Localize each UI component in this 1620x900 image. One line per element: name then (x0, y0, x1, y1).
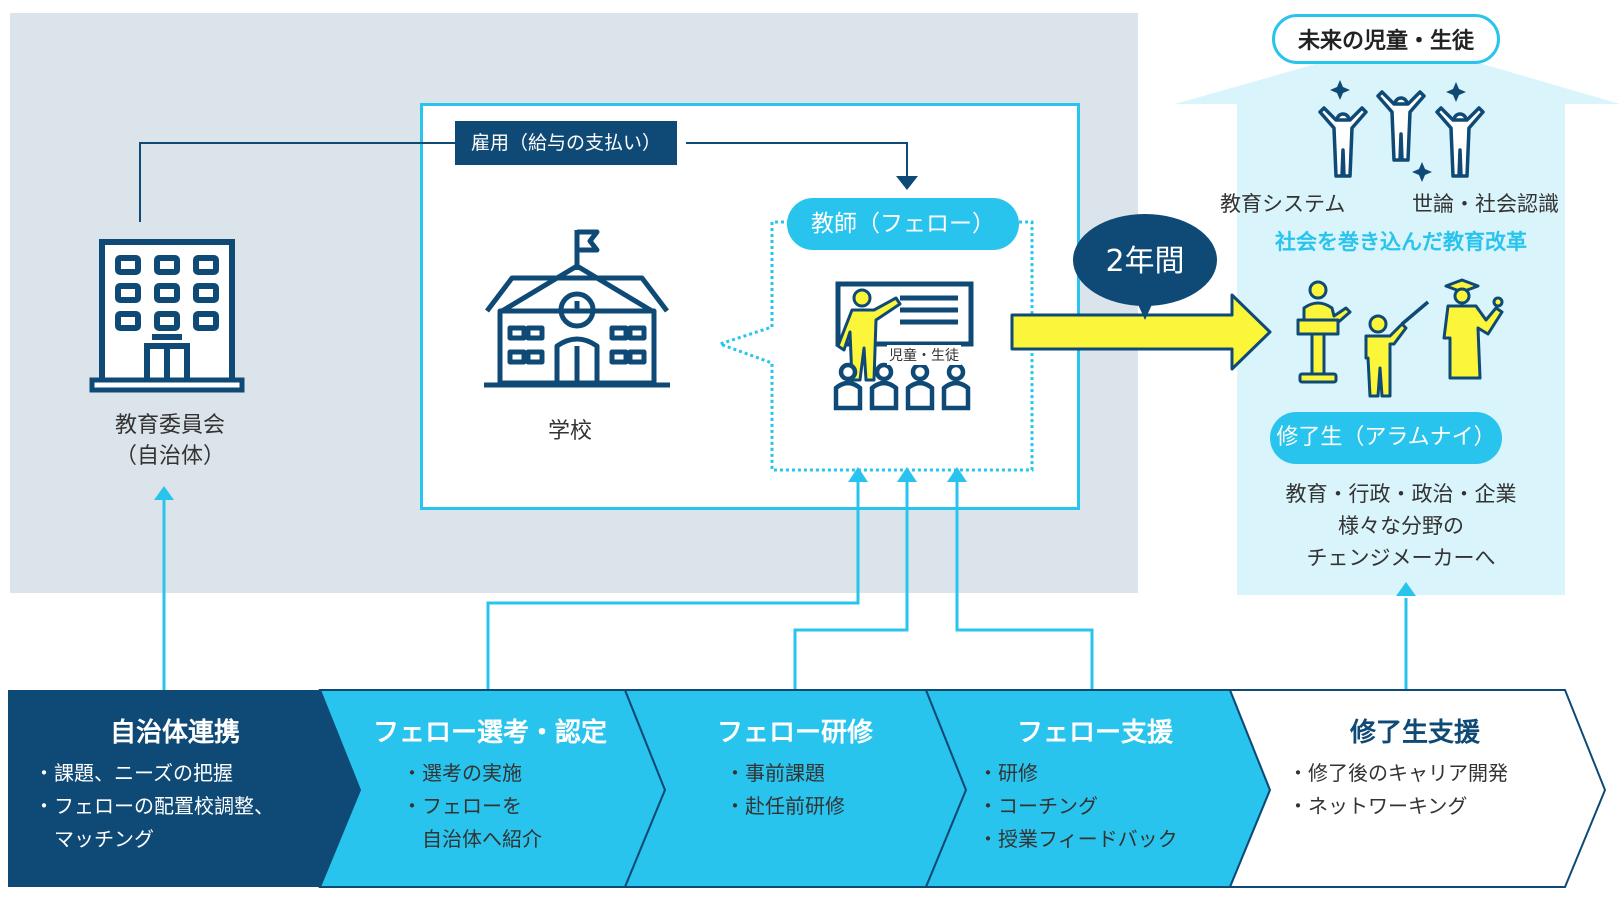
chevron-step-5 (1228, 689, 1607, 888)
alumni-desc-line: 様々な分野の (1338, 514, 1464, 538)
professionals-icon (1296, 278, 1504, 398)
process-step-municipal-partnership: 自治体連携 ・課題、ニーズの把握 ・フェローの配置校調整、 マッチング (20, 712, 330, 856)
board-of-education-label: 教育委員会 （自治体） (80, 410, 260, 472)
office-building-icon (89, 239, 245, 393)
step-item: ・赴任前研修 (725, 794, 845, 818)
step-title: 修了生支援 (1349, 718, 1480, 748)
education-reform-label: 社会を巻き込んだ教育改革 (1275, 230, 1527, 254)
step-item: ・授業フィードバック (978, 827, 1178, 851)
step-item: ・コーチング (978, 794, 1098, 818)
process-step-fellow-selection: フェロー選考・認定 ・選考の実施 ・フェローを 自治体へ紹介 (350, 712, 630, 856)
alumni-label: 修了生（アラムナイ） (1270, 412, 1502, 464)
process-step-fellow-support: フェロー支援 ・研修 ・コーチング ・授業フィードバック (960, 712, 1230, 856)
step-items: ・修了後のキャリア開発 ・ネットワーキング (1270, 757, 1560, 823)
duration-bubble-shape (1073, 214, 1217, 320)
chevron-step-1 (8, 690, 360, 887)
step-item: マッチング (34, 827, 154, 851)
alumni-desc-line: 教育・行政・政治・企業 (1285, 482, 1517, 506)
public-opinion-label: 世論・社会認識 (1412, 192, 1559, 216)
alumni-desc-line: チェンジメーカーへ (1306, 546, 1496, 570)
step-item: ・課題、ニーズの把握 (34, 761, 233, 785)
board-subname: （自治体） (114, 444, 225, 469)
school-building-icon (484, 229, 670, 388)
teacher-label: 教師（フェロー） (787, 198, 1019, 250)
education-system-label: 教育システム (1220, 192, 1346, 216)
step-item: 自治体へ紹介 (402, 827, 542, 851)
cheering-people-icon (1318, 80, 1485, 182)
duration-label: 2年間 (1105, 244, 1185, 279)
alumni-description: 教育・行政・政治・企業 様々な分野の チェンジメーカーへ (1237, 478, 1565, 574)
future-students-label: 未来の児童・生徒 (1272, 14, 1500, 64)
school-label: 学校 (547, 419, 592, 444)
step-item: ・ネットワーキング (1288, 794, 1468, 818)
step-title: フェロー選考・認定 (372, 718, 607, 748)
teacher-at-board-icon (833, 281, 974, 411)
step-item: ・修了後のキャリア開発 (1288, 761, 1508, 785)
step-item: ・事前課題 (725, 761, 825, 785)
students-label: 児童・生徒 (887, 345, 961, 365)
step-items: ・研修 ・コーチング ・授業フィードバック (960, 757, 1230, 856)
step-title: フェロー支援 (1016, 718, 1173, 748)
step-items: ・事前課題 ・赴任前研修 (660, 757, 930, 823)
step-item: ・フェローの配置校調整、 (34, 794, 274, 818)
step-item: ・研修 (978, 761, 1038, 785)
process-step-alumni-support: 修了生支援 ・修了後のキャリア開発 ・ネットワーキング (1270, 712, 1560, 823)
step-items: ・課題、ニーズの把握 ・フェローの配置校調整、 マッチング (20, 757, 330, 856)
step-title: フェロー研修 (716, 718, 873, 748)
employment-label: 雇用（給与の支払い） (455, 121, 678, 165)
process-step-fellow-training: フェロー研修 ・事前課題 ・赴任前研修 (660, 712, 930, 823)
step-items: ・選考の実施 ・フェローを 自治体へ紹介 (350, 757, 630, 856)
board-name: 教育委員会 (114, 413, 225, 438)
step-item: ・選考の実施 (402, 761, 522, 785)
step-item: ・フェローを (402, 794, 522, 818)
step-title: 自治体連携 (109, 718, 240, 748)
